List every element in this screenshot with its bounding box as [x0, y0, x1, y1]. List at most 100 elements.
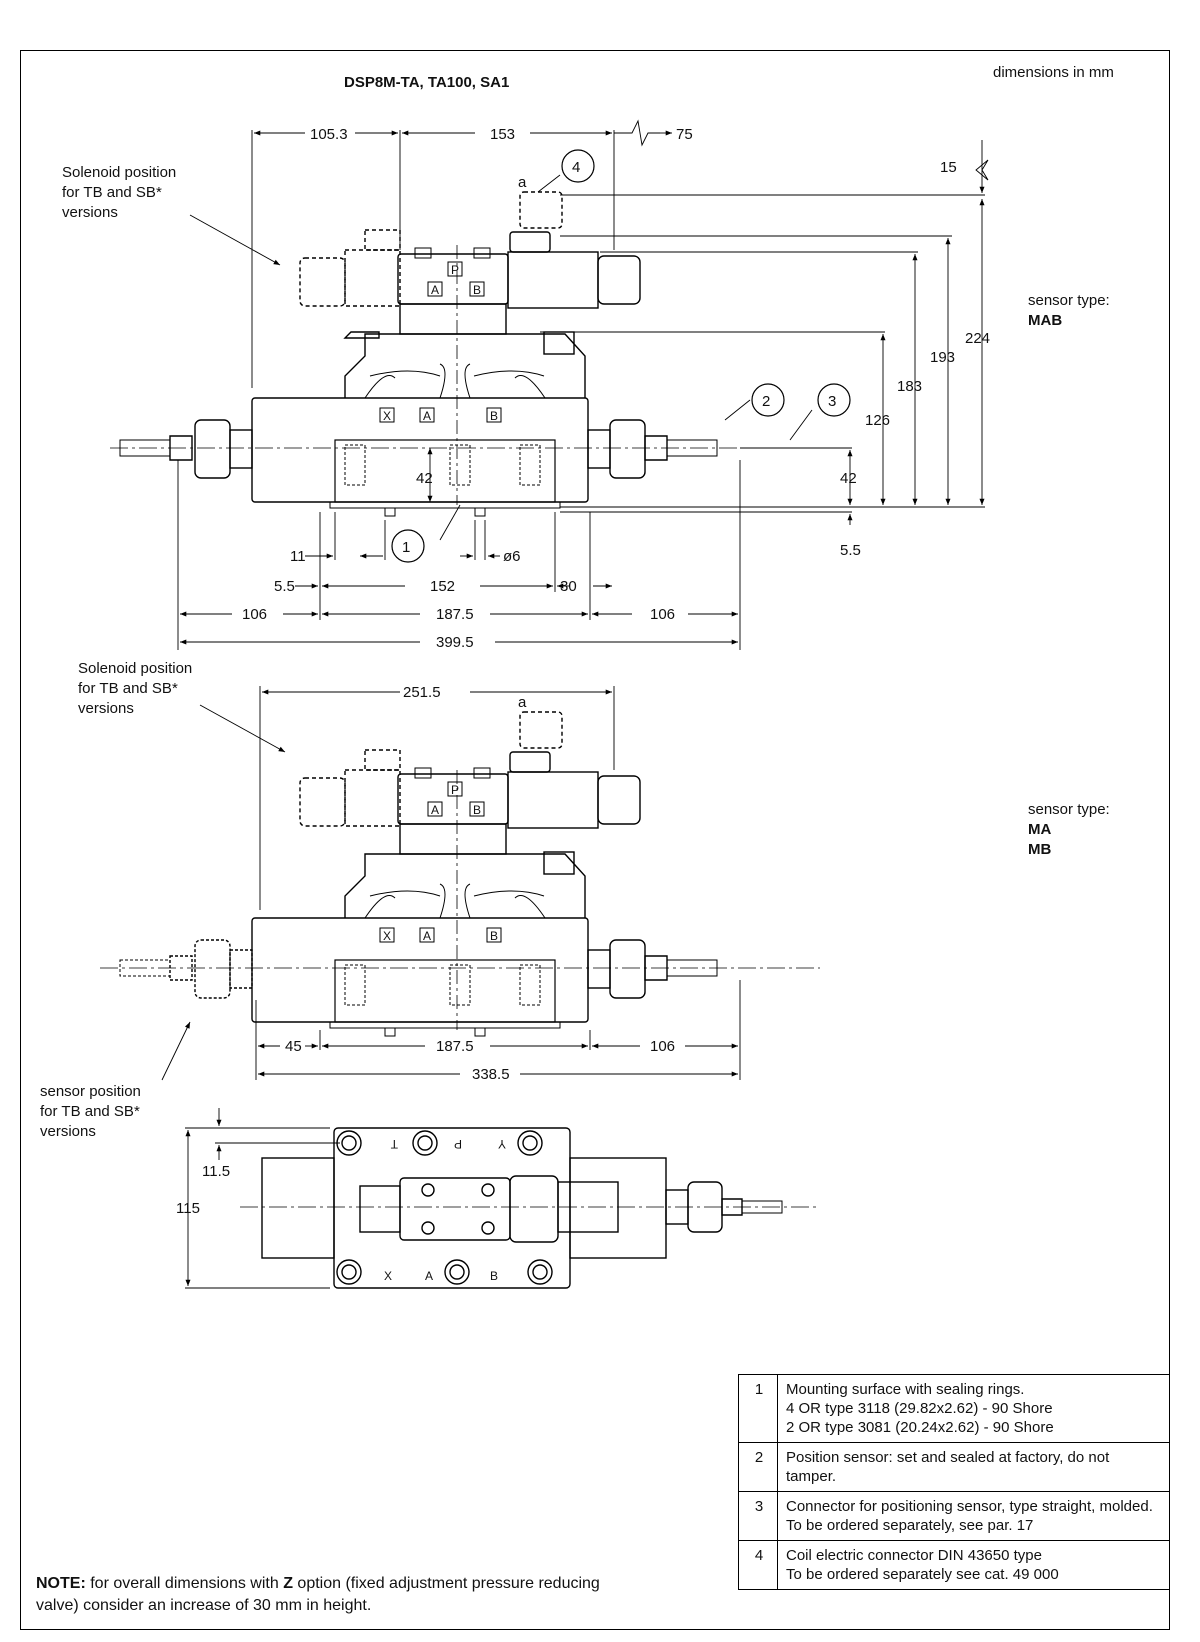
callout-label-3: 3	[828, 393, 836, 410]
sensor-type-value-mb: MB	[1028, 841, 1052, 858]
legend-row: 1 Mounting surface with sealing rings. 4…	[738, 1374, 1170, 1443]
dim-106-middle: 106	[650, 1038, 675, 1055]
sensor-note-line: sensor position	[40, 1083, 141, 1100]
plan-port-y: Y	[498, 1137, 506, 1151]
legend-number: 2	[738, 1442, 778, 1492]
legend-number: 3	[738, 1491, 778, 1541]
dim-45: 45	[285, 1038, 302, 1055]
dim-diameter-6: ø6	[503, 548, 521, 565]
sensor-note-line: for TB and SB*	[40, 1103, 140, 1120]
legend-line: Mounting surface with sealing rings.	[786, 1381, 1025, 1398]
legend-number: 1	[738, 1374, 778, 1443]
callout-circle-2	[751, 383, 785, 417]
dim-115: 115	[176, 1200, 200, 1217]
port-x-top: X	[383, 409, 391, 423]
note-option: Z	[283, 1575, 293, 1592]
dim-106-right: 106	[650, 606, 675, 623]
sensor-position-note: sensor position for TB and SB* versions	[40, 1082, 141, 1142]
port-a-pilot-top: A	[431, 283, 439, 297]
port-a-pilot-middle: A	[431, 803, 439, 817]
dim-30: 30	[560, 578, 577, 595]
plan-port-p: P	[454, 1137, 462, 1151]
port-b-pilot-middle: B	[473, 803, 481, 817]
port-b-pilot-top: B	[473, 283, 481, 297]
plan-port-b: B	[490, 1269, 498, 1283]
letter-a-top: a	[518, 174, 527, 191]
dim-126: 126	[865, 412, 890, 429]
legend-text: Mounting surface with sealing rings. 4 O…	[777, 1374, 1170, 1443]
dim-187-5: 187.5	[436, 606, 474, 623]
port-b-top: B	[490, 409, 498, 423]
callout-label-2: 2	[762, 393, 770, 410]
solenoid-note-middle: Solenoid position for TB and SB* version…	[78, 659, 192, 719]
dim-5-5-right: 5.5	[840, 542, 861, 559]
legend-text: Connector for positioning sensor, type s…	[777, 1491, 1170, 1541]
legend-number: 4	[738, 1540, 778, 1590]
solenoid-note-top: Solenoid position for TB and SB* version…	[62, 163, 176, 223]
dim-251-5: 251.5	[403, 684, 441, 701]
port-a-top: A	[423, 409, 431, 423]
legend-line: To be ordered separately, see par. 17	[786, 1517, 1034, 1534]
port-x-middle: X	[383, 929, 391, 943]
callout-label-4: 4	[572, 159, 580, 176]
dim-11: 11	[290, 548, 306, 565]
dim-193: 193	[930, 349, 955, 366]
dim-42-right: 42	[840, 470, 857, 487]
callout-circle-1	[391, 529, 425, 563]
callout-circle-3	[817, 383, 851, 417]
note-text-after: option (fixed adjustment pressure reduci…	[36, 1575, 600, 1614]
plan-port-t: T	[390, 1137, 398, 1151]
dim-153: 153	[490, 126, 515, 143]
legend-row: 4 Coil electric connector DIN 43650 type…	[738, 1540, 1170, 1590]
legend-table: 1 Mounting surface with sealing rings. 4…	[738, 1374, 1170, 1590]
legend-line: 2 OR type 3081 (20.24x2.62) - 90 Shore	[786, 1419, 1054, 1436]
solenoid-note-line: for TB and SB*	[78, 680, 178, 697]
sensor-type-value-ma: MA	[1028, 821, 1052, 838]
dim-399-5: 399.5	[436, 634, 474, 651]
plan-port-a: A	[425, 1269, 433, 1283]
dim-15: 15	[940, 159, 957, 176]
dim-338-5: 338.5	[472, 1066, 510, 1083]
dim-183: 183	[897, 378, 922, 395]
sensor-note-line: versions	[40, 1123, 96, 1140]
solenoid-note-line: versions	[78, 700, 134, 717]
note-text-before: for overall dimensions with	[85, 1575, 284, 1592]
legend-text: Coil electric connector DIN 43650 type T…	[777, 1540, 1170, 1590]
solenoid-note-line: for TB and SB*	[62, 184, 162, 201]
dim-5-5-left: 5.5	[274, 578, 295, 595]
port-b-middle: B	[490, 929, 498, 943]
note-label: NOTE:	[36, 1575, 86, 1592]
dim-75: 75	[676, 126, 693, 143]
valve-front-view-ma-mb	[100, 711, 820, 1037]
sensor-type-value-top: MAB	[1028, 312, 1063, 329]
height-note: NOTE: for overall dimensions with Z opti…	[36, 1573, 636, 1617]
legend-row: 2 Position sensor: set and sealed at fac…	[738, 1442, 1170, 1492]
legend-line: Connector for positioning sensor, type s…	[786, 1498, 1153, 1515]
port-p-middle: P	[451, 783, 459, 797]
legend-line: Coil electric connector DIN 43650 type	[786, 1547, 1042, 1564]
legend-line: To be ordered separately see cat. 49 000	[786, 1566, 1059, 1583]
drawing-title: DSP8M-TA, TA100, SA1	[344, 74, 510, 91]
dim-42-center: 42	[416, 470, 433, 487]
drawing-frame	[20, 50, 1170, 1630]
dim-11-5: 11.5	[202, 1163, 230, 1180]
solenoid-note-line: Solenoid position	[78, 660, 193, 677]
port-a-middle: A	[423, 929, 431, 943]
callout-label-1: 1	[402, 539, 410, 556]
legend-text: Position sensor: set and sealed at facto…	[777, 1442, 1170, 1492]
dim-106-left: 106	[242, 606, 267, 623]
solenoid-note-line: versions	[62, 204, 118, 221]
port-p-top: P	[451, 263, 459, 277]
dim-187-5-middle: 187.5	[436, 1038, 474, 1055]
legend-line: Position sensor: set and sealed at facto…	[786, 1449, 1110, 1485]
legend-row: 3 Connector for positioning sensor, type…	[738, 1491, 1170, 1541]
solenoid-note-line: Solenoid position	[62, 164, 177, 181]
legend-line: 4 OR type 3118 (29.82x2.62) - 90 Shore	[786, 1400, 1053, 1417]
dim-224: 224	[965, 330, 990, 347]
valve-front-view-mab	[110, 191, 820, 517]
units-note: dimensions in mm	[993, 64, 1114, 81]
valve-plan-view	[240, 1127, 820, 1289]
dim-152: 152	[430, 578, 455, 595]
letter-a-middle: a	[518, 694, 527, 711]
sensor-type-label-top: sensor type:	[1028, 292, 1110, 309]
